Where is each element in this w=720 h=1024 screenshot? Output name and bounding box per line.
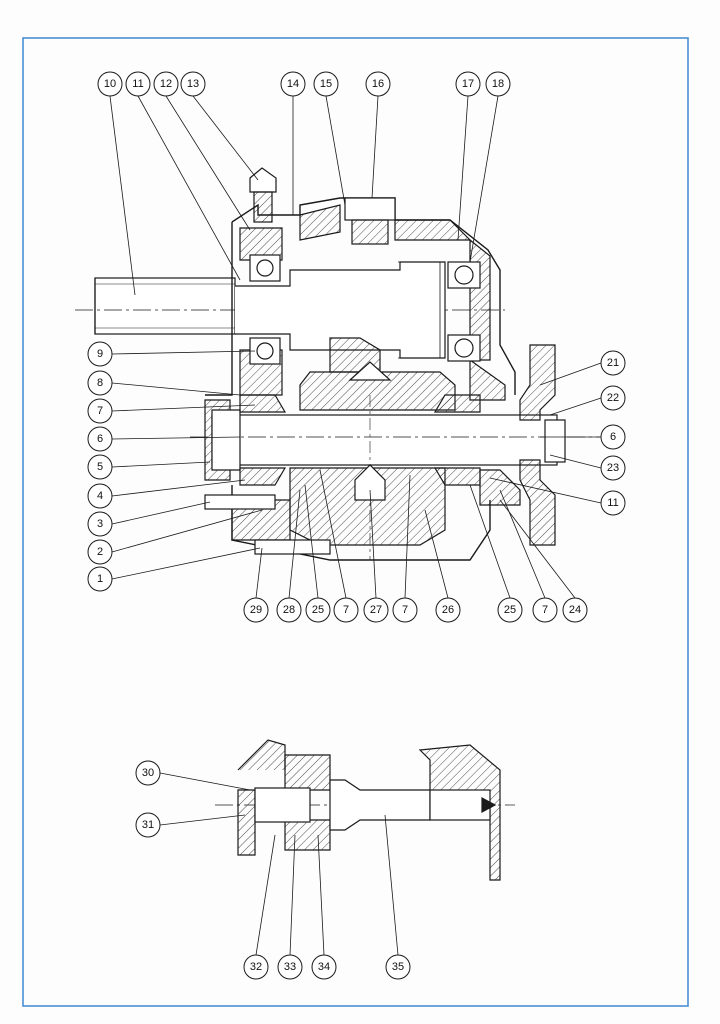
callout-bubble: 1	[87, 566, 113, 592]
callout-number: 13	[187, 78, 199, 90]
callout-number: 8	[97, 377, 103, 389]
callout-number: 33	[284, 961, 296, 973]
callouts-left-column: 9 8 7 6 5 4 3 2 1	[87, 341, 113, 592]
shaft-subassembly-view	[215, 739, 515, 881]
callout-number: 9	[97, 348, 103, 360]
callout-bubble: 7	[392, 597, 418, 623]
callout-bubble: 9	[87, 341, 113, 367]
callout-number: 29	[250, 604, 262, 616]
callouts-bottom-row: 29 28 25 7 27 7 26 25 7 24	[243, 597, 588, 623]
callout-number: 7	[97, 405, 103, 417]
callout-number: 34	[318, 961, 330, 973]
callout-number: 12	[160, 78, 172, 90]
callout-number: 24	[569, 604, 581, 616]
callout-number: 27	[370, 604, 382, 616]
callout-bubble: 22	[600, 385, 626, 411]
callout-number: 30	[142, 767, 154, 779]
callout-bubble: 25	[497, 597, 523, 623]
callout-bubble: 16	[365, 71, 391, 97]
callout-bubble: 24	[562, 597, 588, 623]
callout-bubble: 10	[97, 71, 123, 97]
callout-number: 17	[462, 78, 474, 90]
callout-bubble: 29	[243, 597, 269, 623]
callout-number: 35	[392, 961, 404, 973]
callout-number: 21	[607, 357, 619, 369]
callout-bubble: 14	[280, 71, 306, 97]
callout-bubble: 4	[87, 483, 113, 509]
callout-bubble: 34	[311, 954, 337, 980]
callout-bubble: 23	[600, 455, 626, 481]
callout-bubble: 2	[87, 539, 113, 565]
callout-number: 10	[104, 78, 116, 90]
callout-bubble: 32	[243, 954, 269, 980]
callout-bubble: 8	[87, 370, 113, 396]
callout-bubble: 12	[153, 71, 179, 97]
callout-bubble: 15	[313, 71, 339, 97]
callout-bubble: 7	[87, 398, 113, 424]
callout-bubble: 21	[600, 350, 626, 376]
callout-number: 26	[442, 604, 454, 616]
callout-bubble: 17	[455, 71, 481, 97]
callout-bubble: 7	[532, 597, 558, 623]
callout-number: 31	[142, 819, 154, 831]
callout-number: 4	[97, 490, 103, 502]
callout-bubble: 25	[305, 597, 331, 623]
callouts-top-row: 10 11 12 13 14 15 16 17 18	[97, 71, 511, 97]
callout-bubble: 30	[135, 760, 161, 786]
callouts-lower-assembly: 30 31 32 33 34 35	[135, 760, 411, 980]
callout-number: 25	[504, 604, 516, 616]
callout-bubble: 11	[600, 490, 626, 516]
gearbox-section-view	[75, 167, 600, 561]
callout-bubble: 27	[363, 597, 389, 623]
callout-bubble: 28	[276, 597, 302, 623]
callout-number: 7	[343, 604, 349, 616]
callout-number: 5	[97, 461, 103, 473]
callout-leaders	[109, 95, 602, 956]
callout-number: 3	[97, 518, 103, 530]
callout-number: 11	[132, 78, 143, 90]
callout-bubble: 18	[485, 71, 511, 97]
callout-number: 16	[372, 78, 384, 90]
callout-number: 14	[287, 78, 299, 90]
callout-number: 1	[97, 573, 103, 585]
callout-bubble: 6	[600, 424, 626, 450]
callout-bubble: 26	[435, 597, 461, 623]
callout-number: 2	[97, 546, 103, 558]
callout-bubble: 31	[135, 812, 161, 838]
callout-bubble: 33	[277, 954, 303, 980]
callout-number: 11	[607, 497, 618, 509]
callout-number: 6	[97, 433, 103, 445]
callout-bubble: 11	[125, 71, 151, 97]
callout-number: 18	[492, 78, 504, 90]
callout-bubble: 5	[87, 454, 113, 480]
callout-bubble: 3	[87, 511, 113, 537]
sheet-frame	[22, 37, 689, 1007]
callouts-right-column: 21 22 6 23 11	[600, 350, 626, 516]
callout-number: 28	[283, 604, 295, 616]
callout-number: 7	[542, 604, 548, 616]
callout-bubble: 13	[180, 71, 206, 97]
callout-bubble: 35	[385, 954, 411, 980]
callout-bubble: 6	[87, 426, 113, 452]
callout-number: 15	[320, 78, 332, 90]
callout-number: 22	[607, 392, 619, 404]
callout-bubble: 7	[333, 597, 359, 623]
callout-number: 32	[250, 961, 262, 973]
callout-number: 25	[312, 604, 324, 616]
callout-number: 23	[607, 462, 619, 474]
callout-number: 6	[610, 431, 616, 443]
callout-number: 7	[402, 604, 408, 616]
